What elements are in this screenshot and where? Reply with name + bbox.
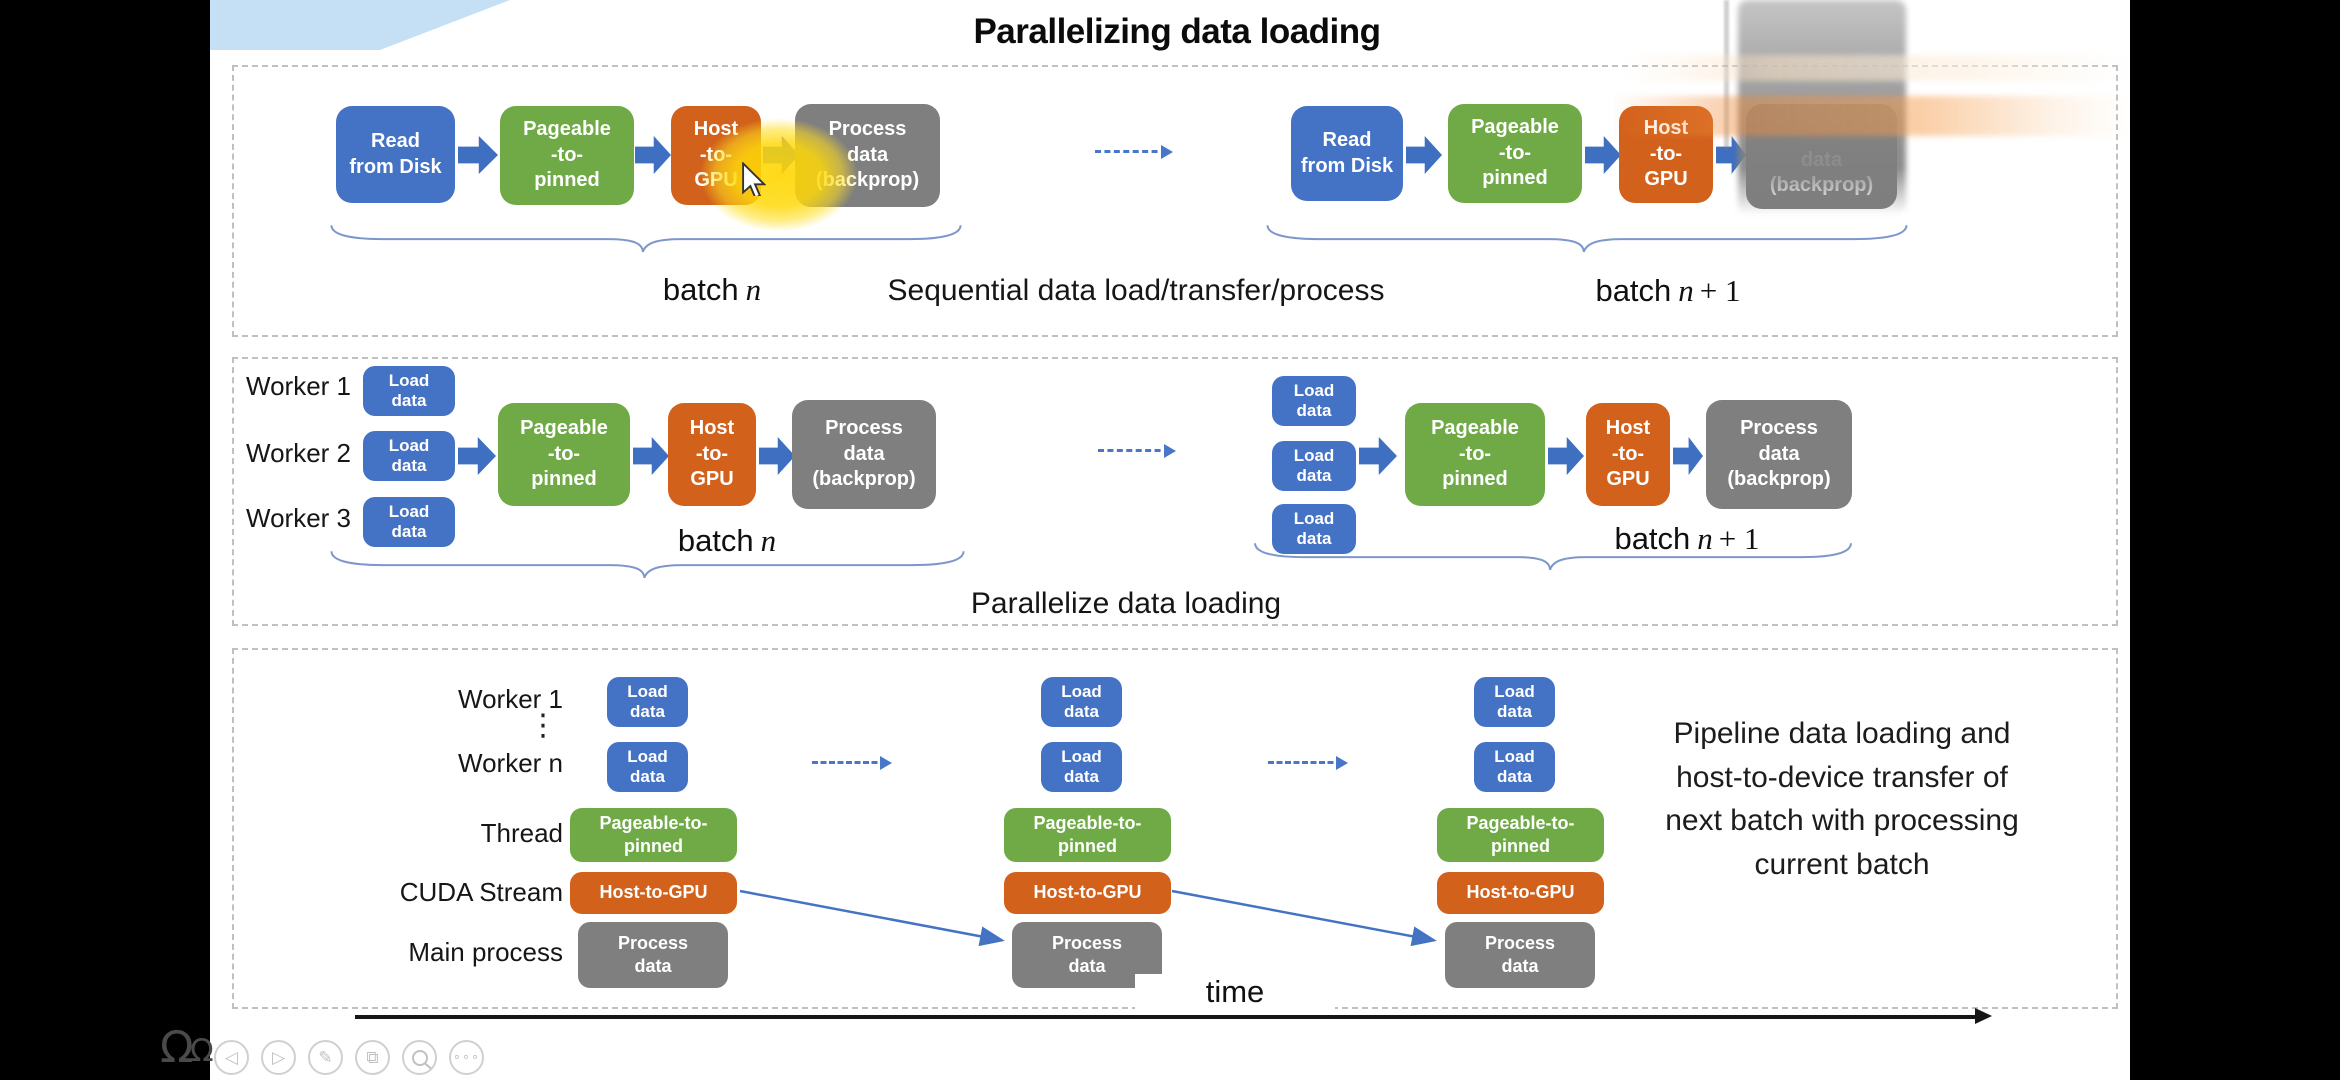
sequential-section-frame [232,65,2118,337]
load-data-box: Load data [1474,742,1555,792]
next-batch-dashed-arrow-icon [1098,444,1176,458]
process-data-box: Process data [578,922,728,988]
orange-streak [1610,96,2130,136]
batch-word: batch [677,523,754,558]
magnifier-icon [411,1049,428,1066]
slide-corner-decoration [210,0,510,50]
pageable-to-pinned-box: Pageable -to- pinned [1405,403,1545,506]
host-to-gpu-box: Host -to- GPU [668,403,756,506]
ellipsis-label: ⋮ [528,709,558,742]
parallel-section-frame [232,357,2118,626]
left-triangle-icon: ◁ [224,1047,239,1068]
worker-3-label: Worker 3 [246,503,351,533]
worker-1-row-label: Worker 1 [458,684,563,714]
load-data-box: Load data [1272,504,1356,554]
right-triangle-icon: ▷ [271,1047,286,1068]
pen-icon: ✎ [318,1047,333,1068]
worker-2-label: Worker 2 [246,438,351,468]
batch-word: batch [1595,273,1672,308]
pipeline-note: Pipeline data loading and host-to-device… [1665,717,2019,881]
batch-n-brace [325,222,967,254]
batch-n: n [1697,521,1713,556]
worker-n-row-label: Worker n [458,748,563,778]
pageable-to-pinned-box: Pageable -to- pinned [500,106,634,205]
previous-slide-button[interactable]: ◁ [214,1040,249,1075]
pageable-to-pinned-box: Pageable -to- pinned [498,403,630,506]
pipeline-dashed-arrow-icon [1268,756,1348,770]
pageable-to-pinned-box: Pageable -to- pinned [1448,104,1582,203]
plus-one: + 1 [1699,273,1741,308]
mouse-cursor-icon [742,162,766,196]
batch-word: batch [1614,521,1691,556]
next-batch-dashed-arrow-icon [1095,145,1173,159]
load-data-box: Load data [607,677,688,727]
load-data-box: Load data [607,742,688,792]
batch-n1-brace [1249,540,1857,572]
load-data-box: Load data [1272,441,1356,491]
zoom-button[interactable] [402,1040,437,1075]
time-axis-arrow-icon [355,1008,1992,1024]
load-data-box: Load data [363,366,455,416]
load-data-box: Load data [1272,376,1356,426]
person-icon: Ω [160,1022,194,1073]
host-to-gpu-box: Host -to- GPU [1586,403,1670,506]
pipeline-dashed-arrow-icon [812,756,892,770]
batch-n: n [745,272,762,307]
sequential-caption: Sequential data load/transfer/process [887,274,1385,307]
laser-highlight [700,118,858,232]
load-data-box: Load data [1474,677,1555,727]
slide-sorter-button[interactable]: ⧉ [355,1040,390,1075]
host-to-gpu-box: Host-to-GPU [1004,872,1171,914]
load-data-box: Load data [1041,742,1122,792]
host-to-gpu-box: Host-to-GPU [1437,872,1604,914]
read-from-disk-box: Read from Disk [336,106,455,203]
load-data-box: Load data [363,431,455,481]
person-icon: Ω [190,1033,214,1069]
batch-word: batch [662,272,739,307]
pen-tool-button[interactable]: ✎ [308,1040,343,1075]
main-process-row-label: Main process [408,937,563,967]
slide-title: Parallelizing data loading [973,12,1381,51]
time-axis-label: time [1135,974,1335,1010]
worker-1-label: Worker 1 [246,371,351,401]
next-slide-button[interactable]: ▷ [261,1040,296,1075]
batch-n1-brace [1261,222,1913,254]
load-data-box: Load data [1041,677,1122,727]
batch-n: n [1678,273,1694,308]
load-data-box: Load data [363,497,455,547]
process-data-box: Process data (backprop) [1706,400,1852,509]
batch-n: n [760,523,777,558]
pageable-to-pinned-box: Pageable-to- pinned [570,808,737,862]
plus-one: + 1 [1718,521,1760,556]
cuda-stream-row-label: CUDA Stream [399,877,563,907]
ellipsis-icon: ∘∘∘ [452,1050,481,1065]
orange-streak-faint [1620,55,2130,81]
slide-canvas: Parallelizing data loading Read from Dis… [210,0,2130,1080]
parallelize-caption: Parallelize data loading [970,587,1282,620]
pageable-to-pinned-box: Pageable-to- pinned [1004,808,1171,862]
process-data-box: Process data [1445,922,1595,988]
read-from-disk-box: Read from Disk [1291,106,1403,201]
host-to-gpu-box: Host-to-GPU [570,872,737,914]
batch-n-brace [325,548,970,580]
more-options-button[interactable]: ∘∘∘ [449,1040,484,1075]
slides-icon: ⧉ [366,1047,379,1068]
thread-row-label: Thread [480,818,563,848]
pageable-to-pinned-box: Pageable-to- pinned [1437,808,1604,862]
process-data-box: Process data [1012,922,1162,988]
process-data-box: Process data (backprop) [792,400,936,509]
